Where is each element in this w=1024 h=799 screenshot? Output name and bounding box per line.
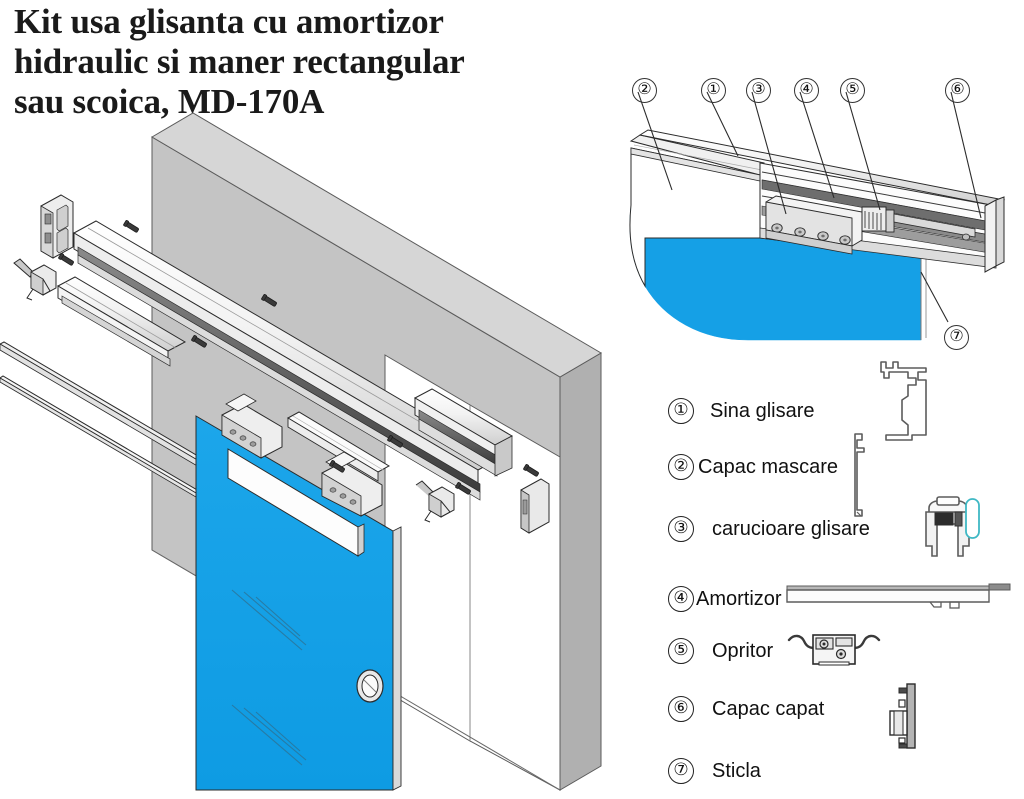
- mounting-plate: [40, 194, 74, 259]
- detail-end-cap: [984, 196, 1005, 273]
- legend-label-7: Sticla: [712, 759, 761, 782]
- carriage-right: [321, 451, 383, 517]
- callout-7: ⑦: [944, 325, 969, 350]
- legend-number-3: ③: [668, 516, 694, 542]
- legend-item-7: ⑦ Sticla: [668, 756, 761, 786]
- stopper-part-right: [415, 480, 455, 523]
- cover-profile-icon: [854, 433, 865, 517]
- callout-4: ④: [794, 78, 819, 103]
- callout-5: ⑤: [840, 78, 865, 103]
- carriage-icon: [925, 496, 980, 557]
- legend-label-5: Opritor: [712, 639, 774, 662]
- callout-6: ⑥: [945, 78, 970, 103]
- callout-2: ②: [632, 78, 657, 103]
- legend-number-4: ④: [668, 586, 694, 612]
- legend-label-4: Amortizor: [696, 587, 782, 610]
- callout-3: ③: [746, 78, 771, 103]
- legend-label-6: Capac capat: [712, 697, 825, 720]
- detail-damper-stopper: [861, 206, 976, 241]
- sliding-rail: [72, 220, 502, 501]
- legend-number-1: ①: [668, 398, 694, 424]
- legend-item-6: ⑥ Capac capat: [668, 694, 824, 724]
- detail-carriage: [765, 195, 863, 255]
- end-cap: [520, 478, 550, 534]
- callout-leader-lines: [637, 91, 982, 323]
- handle-bar: [286, 411, 391, 482]
- damper-icon: [786, 583, 1011, 609]
- legend-number-2: ②: [668, 454, 694, 480]
- stopper-icon: [787, 634, 881, 666]
- rail-profile-icon: [880, 361, 927, 441]
- stopper-part-left: [13, 258, 57, 301]
- legend-item-4: ④ Amortizor: [668, 584, 782, 614]
- detail-cover-profile: [629, 134, 765, 288]
- legend-number-5: ⑤: [668, 638, 694, 664]
- legend-label-2: Capac mascare: [698, 455, 839, 478]
- legend-item-3: ③ carucioare glisare: [668, 514, 870, 544]
- legend-item-5: ⑤ Opritor: [668, 636, 773, 666]
- glass-door-panel: [195, 415, 402, 791]
- screw-group: [58, 220, 539, 495]
- callout-1: ①: [701, 78, 726, 103]
- legend-item-1: ① Sina glisare: [668, 396, 815, 426]
- legend-label-1: Sina glisare: [710, 399, 815, 422]
- cover-profile: [56, 276, 187, 367]
- rail-segment-right: [413, 388, 514, 477]
- legend-number-7: ⑦: [668, 758, 694, 784]
- legend-number-6: ⑥: [668, 696, 694, 722]
- parts-legend: ① Sina glisare ② Capac mascare ③ carucio…: [668, 388, 1024, 788]
- legend-label-3: carucioare glisare: [712, 517, 870, 540]
- page-title: Kit usa glisanta cu amortizor hidraulic …: [14, 2, 465, 121]
- carriage-left: [221, 393, 283, 459]
- legend-item-2: ② Capac mascare: [668, 452, 838, 482]
- shell-handle: [356, 669, 384, 703]
- end-cap-icon: [889, 683, 916, 749]
